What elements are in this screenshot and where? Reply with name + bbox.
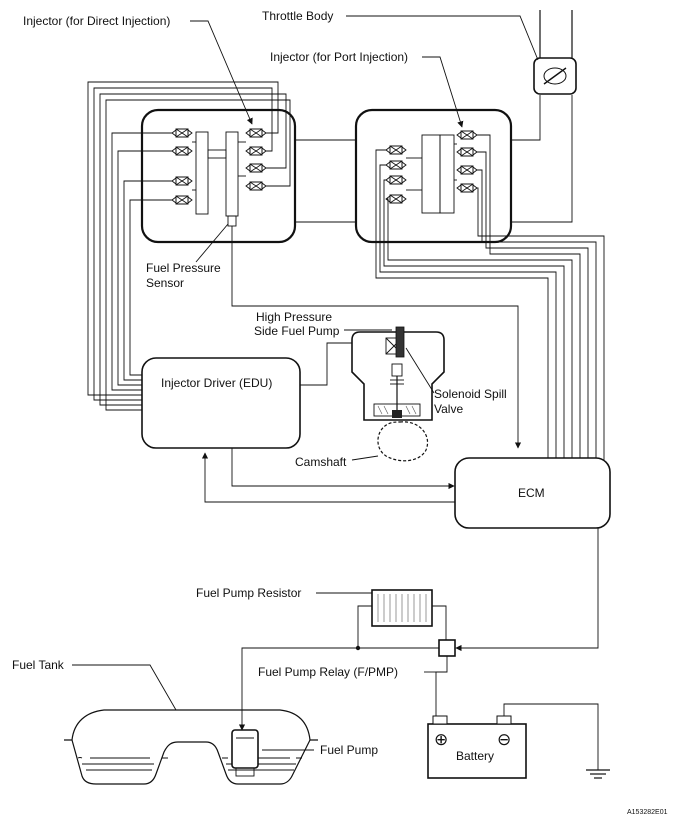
label-fuel-pressure-2: Sensor — [146, 276, 184, 290]
throttle-body — [533, 10, 577, 95]
label-injector-driver: Injector Driver (EDU) — [161, 376, 272, 390]
label-injector-port: Injector (for Port Injection) — [270, 50, 408, 64]
label-fuel-pressure-1: Fuel Pressure — [146, 261, 221, 275]
label-fuel-tank: Fuel Tank — [12, 658, 65, 672]
direct-injection-bank — [140, 108, 297, 244]
battery-positive-icon: ⊕ — [434, 730, 448, 749]
label-hp-pump-1: High Pressure — [256, 310, 332, 324]
battery-negative-icon: ⊖ — [497, 730, 511, 749]
label-ecm: ECM — [518, 486, 545, 500]
ecm-injector-harness — [375, 134, 605, 460]
camshaft — [377, 421, 429, 462]
fuel-pump-relay — [438, 639, 456, 657]
label-battery: Battery — [456, 749, 494, 763]
label-hp-pump-2: Side Fuel Pump — [254, 324, 340, 338]
ground-icon — [586, 769, 610, 779]
fuel-tank — [64, 709, 318, 785]
ecm-box — [454, 457, 611, 529]
label-fuel-pump: Fuel Pump — [320, 743, 378, 757]
intake-passage — [295, 95, 573, 223]
leader-lines — [72, 15, 539, 751]
figure-code: A153282E01 — [627, 809, 668, 816]
injector-driver-box — [141, 357, 301, 449]
label-camshaft: Camshaft — [295, 455, 347, 469]
port-injection-bank — [354, 108, 513, 244]
label-fuel-pump-resistor: Fuel Pump Resistor — [196, 586, 301, 600]
fuel-pump-resistor — [371, 589, 433, 627]
label-fuel-pump-relay: Fuel Pump Relay (F/PMP) — [258, 665, 398, 679]
label-solenoid-2: Valve — [434, 402, 463, 416]
label-solenoid-1: Solenoid Spill — [434, 387, 507, 401]
fuel-pump — [231, 729, 259, 777]
high-pressure-pump — [351, 326, 445, 421]
label-throttle-body: Throttle Body — [262, 9, 333, 23]
edu-injector-harness — [87, 81, 291, 411]
label-injector-direct: Injector (for Direct Injection) — [23, 14, 170, 28]
battery: ⊕ ⊖ — [427, 715, 527, 779]
